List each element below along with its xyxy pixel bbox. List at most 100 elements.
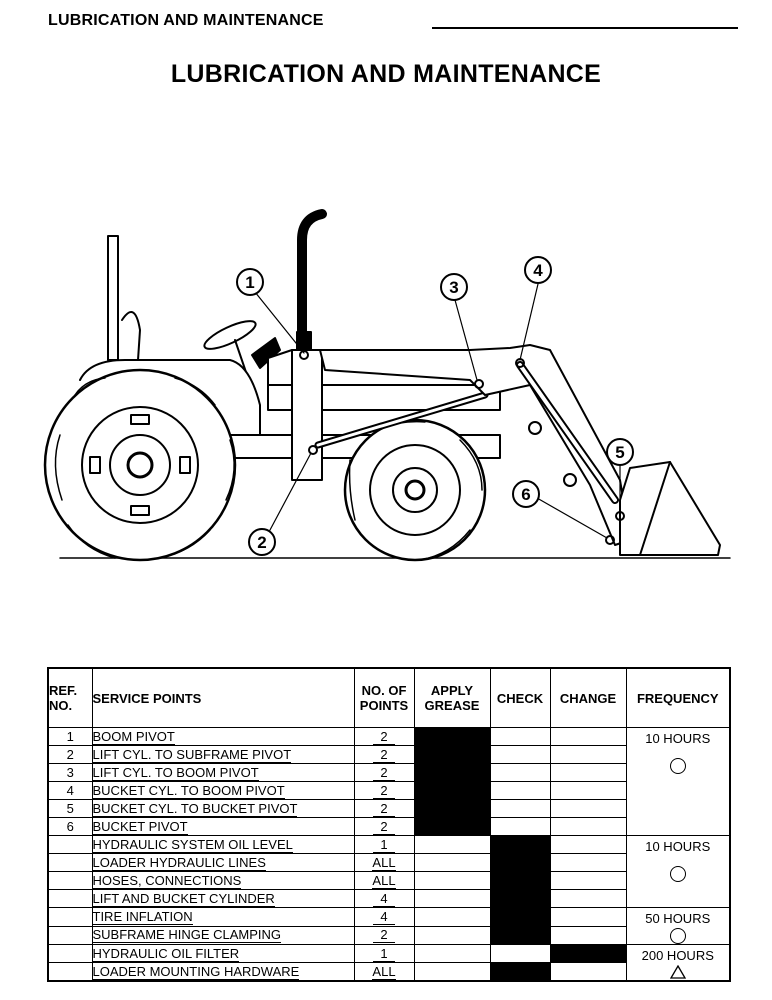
service-point-cell: LIFT CYL. TO BOOM PIVOT	[91, 763, 355, 782]
no-of-points-cell: 2	[353, 817, 415, 836]
service-point-cell: BOOM PIVOT	[91, 727, 355, 746]
no-of-points-cell: 2	[353, 799, 415, 818]
no-of-points-text: 2	[373, 819, 395, 835]
service-point-cell: LIFT AND BUCKET CYLINDER	[91, 889, 355, 908]
no-of-points-cell: 1	[353, 835, 415, 854]
service-point-cell: HYDRAULIC SYSTEM OIL LEVEL	[91, 835, 355, 854]
no-of-points-text: 2	[373, 729, 395, 745]
check-cell	[489, 853, 551, 872]
no-of-points-text: 2	[373, 783, 395, 799]
ref-no-cell	[47, 907, 93, 927]
no-of-points-text: 4	[373, 909, 395, 925]
svg-text:3: 3	[449, 278, 458, 297]
change-cell	[549, 853, 627, 872]
check-cell	[489, 925, 551, 945]
change-cell	[549, 745, 627, 764]
callout-1: 1	[236, 268, 264, 296]
change-cell	[549, 835, 627, 854]
callout-2: 2	[248, 528, 276, 556]
check-cell	[489, 745, 551, 764]
apply-grease-cell	[413, 889, 491, 908]
change-cell	[549, 817, 627, 836]
service-point-cell: BUCKET CYL. TO BOOM PIVOT	[91, 781, 355, 800]
ref-no-cell: 3	[47, 763, 93, 782]
change-cell	[549, 763, 627, 782]
apply-grease-cell	[413, 727, 491, 746]
page-title: LUBRICATION AND MAINTENANCE	[170, 60, 602, 88]
apply-grease-cell	[413, 853, 491, 872]
service-point-cell: LOADER HYDRAULIC LINES	[91, 853, 355, 872]
service-point-text: LIFT CYL. TO BOOM PIVOT	[92, 764, 259, 781]
apply-grease-cell	[413, 817, 491, 836]
frequency-label: 200 HOURS	[641, 948, 714, 963]
no-of-points-cell: 2	[353, 727, 415, 746]
apply-grease-cell	[413, 835, 491, 854]
change-cell	[549, 871, 627, 890]
table-header-row: REF. NO. SERVICE POINTS NO. OF POINTS AP…	[47, 667, 731, 728]
service-point-cell: BUCKET CYL. TO BUCKET PIVOT	[91, 799, 355, 818]
frequency-label: 50 HOURS	[645, 911, 711, 926]
svg-text:1: 1	[245, 273, 254, 292]
frequency-cell: 10 HOURS	[625, 835, 731, 908]
service-point-text: SUBFRAME HINGE CLAMPING	[92, 927, 282, 944]
no-of-points-text: ALL	[372, 872, 396, 889]
circle-icon	[669, 928, 686, 944]
no-of-points-cell: ALL	[353, 871, 415, 890]
ref-no-cell	[47, 925, 93, 945]
service-point-text: LIFT CYL. TO SUBFRAME PIVOT	[92, 746, 292, 763]
callout-3: 3	[440, 273, 468, 301]
no-of-points-text: ALL	[372, 854, 396, 871]
service-point-cell: LOADER MOUNTING HARDWARE	[91, 962, 355, 982]
change-cell	[549, 889, 627, 908]
service-point-cell: TIRE INFLATION	[91, 907, 355, 927]
header-frequency: FREQUENCY	[625, 667, 731, 728]
ref-no-cell: 2	[47, 745, 93, 764]
apply-grease-cell	[413, 799, 491, 818]
service-point-cell: LIFT CYL. TO SUBFRAME PIVOT	[91, 745, 355, 764]
triangle-icon	[669, 965, 686, 979]
header-no-of-points: NO. OF POINTS	[353, 667, 415, 728]
apply-grease-cell	[413, 745, 491, 764]
svg-text:6: 6	[521, 485, 530, 504]
callout-6: 6	[512, 480, 540, 508]
apply-grease-cell	[413, 871, 491, 890]
svg-text:2: 2	[257, 533, 266, 552]
callout-4: 4	[524, 256, 552, 284]
header-change: CHANGE	[549, 667, 627, 728]
check-cell	[489, 799, 551, 818]
header-rule	[432, 27, 738, 29]
service-point-text: LOADER HYDRAULIC LINES	[92, 854, 266, 871]
service-point-text: BOOM PIVOT	[92, 728, 175, 745]
header-ref-no: REF. NO.	[47, 667, 93, 728]
apply-grease-cell	[413, 763, 491, 782]
frequency-label: 10 HOURS	[645, 731, 711, 746]
service-point-text: HYDRAULIC SYSTEM OIL LEVEL	[92, 836, 293, 853]
no-of-points-cell: 1	[353, 944, 415, 963]
check-cell	[489, 871, 551, 890]
check-cell	[489, 962, 551, 982]
header-check: CHECK	[489, 667, 551, 728]
no-of-points-cell: 2	[353, 763, 415, 782]
frequency-cell: 50 HOURS	[625, 907, 731, 945]
no-of-points-text: 2	[373, 765, 395, 781]
ref-no-cell: 4	[47, 781, 93, 800]
frequency-cell: 10 HOURS	[625, 727, 731, 836]
check-cell	[489, 727, 551, 746]
service-point-cell: SUBFRAME HINGE CLAMPING	[91, 925, 355, 945]
circle-icon	[669, 758, 686, 774]
ref-no-cell	[47, 871, 93, 890]
ref-no-cell	[47, 835, 93, 854]
change-cell	[549, 781, 627, 800]
apply-grease-cell	[413, 962, 491, 982]
service-point-text: BUCKET CYL. TO BUCKET PIVOT	[92, 800, 298, 817]
check-cell	[489, 763, 551, 782]
no-of-points-cell: 4	[353, 907, 415, 927]
no-of-points-cell: 2	[353, 781, 415, 800]
running-header-title: LUBRICATION AND MAINTENANCE	[48, 12, 324, 29]
